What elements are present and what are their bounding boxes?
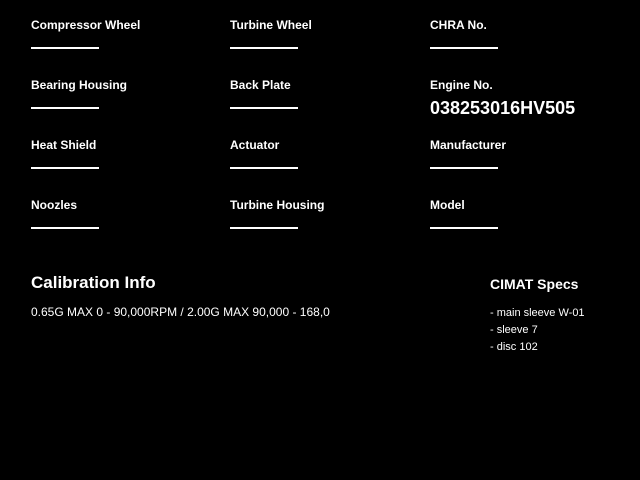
field-turbine-housing: Turbine Housing [230, 198, 430, 258]
blank-entry-line [31, 47, 99, 49]
field-label: Model [430, 198, 465, 212]
field-noozles: Noozles [31, 198, 230, 258]
blank-entry-line [430, 47, 498, 49]
field-label: Back Plate [230, 78, 291, 92]
field-label: Engine No. [430, 78, 493, 92]
engine-no-value: 038253016HV505 [430, 98, 576, 118]
field-chra-no: CHRA No. [430, 18, 610, 78]
blank-entry-line [31, 167, 99, 169]
field-label: Heat Shield [31, 138, 97, 152]
blank-entry-line [230, 227, 298, 229]
field-heat-shield: Heat Shield [31, 138, 230, 198]
cimat-spec-item: - disc 102 [490, 341, 538, 353]
blank-entry-line [31, 107, 99, 109]
field-label: Bearing Housing [31, 78, 128, 92]
field-label: Compressor Wheel [31, 18, 141, 32]
field-model: Model [430, 198, 610, 258]
cimat-spec-item: - main sleeve W-01 [490, 307, 585, 319]
field-bearing-housing: Bearing Housing [31, 78, 230, 138]
calibration-info-text: 0.65G MAX 0 - 90,000RPM / 2.00G MAX 90,0… [31, 305, 330, 319]
field-label: CHRA No. [430, 18, 487, 32]
calibration-info-title: Calibration Info [31, 273, 156, 292]
field-label: Turbine Housing [230, 198, 325, 212]
blank-entry-line [430, 167, 498, 169]
blank-entry-line [31, 227, 99, 229]
field-label: Turbine Wheel [230, 18, 312, 32]
cimat-spec-item: - sleeve 7 [490, 324, 538, 336]
field-back-plate: Back Plate [230, 78, 430, 138]
field-actuator: Actuator [230, 138, 430, 198]
blank-entry-line [230, 167, 298, 169]
field-turbine-wheel: Turbine Wheel [230, 18, 430, 78]
field-label: Manufacturer [430, 138, 507, 152]
fields-grid: Compressor Wheel Turbine Wheel CHRA No. … [31, 18, 610, 258]
blank-entry-line [430, 227, 498, 229]
blank-entry-line [230, 47, 298, 49]
cimat-specs-title: CIMAT Specs [490, 276, 579, 292]
field-manufacturer: Manufacturer [430, 138, 610, 198]
field-engine-no: Engine No. 038253016HV505 [430, 78, 610, 138]
blank-entry-line [230, 107, 298, 109]
field-compressor-wheel: Compressor Wheel [31, 18, 230, 78]
field-label: Noozles [31, 198, 78, 212]
cimat-specs-list: - main sleeve W-01 - sleeve 7 - disc 102 [490, 305, 585, 356]
field-label: Actuator [230, 138, 280, 152]
